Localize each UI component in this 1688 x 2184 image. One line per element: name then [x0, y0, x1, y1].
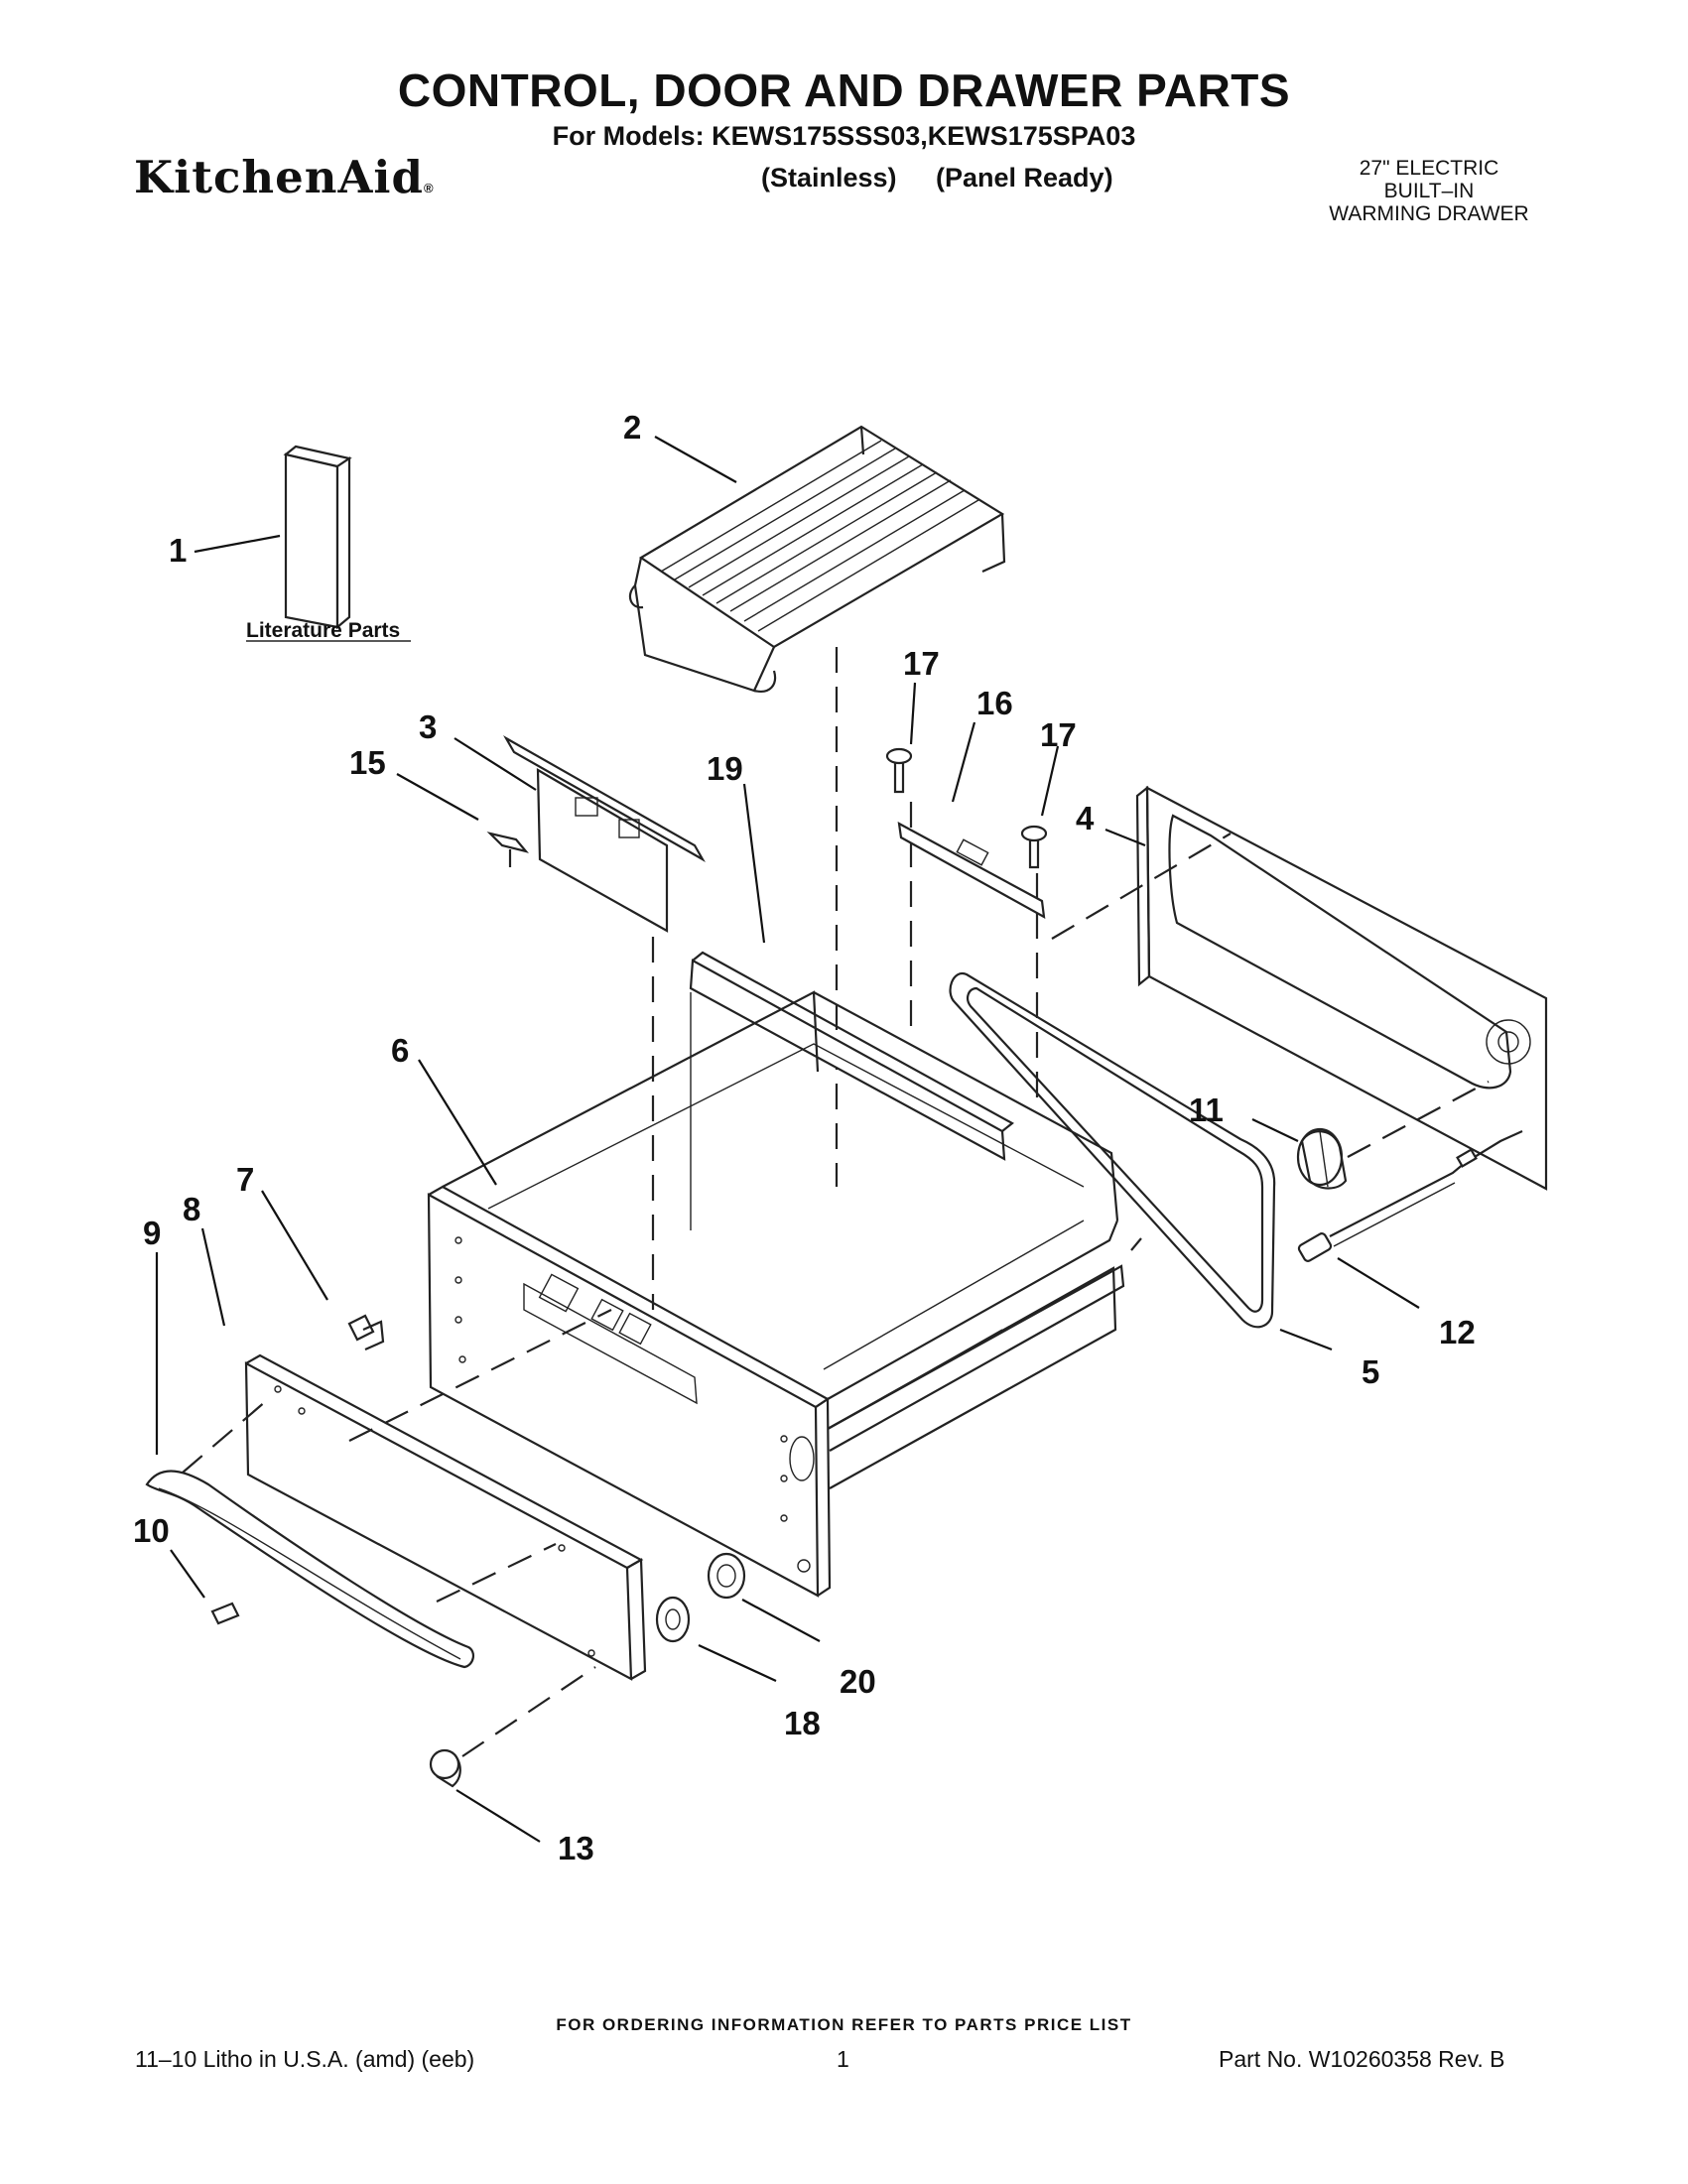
part-temperature-sensor [1297, 1129, 1523, 1262]
brand-name: KitchenAid [134, 151, 424, 203]
callout-11: 11 [1189, 1092, 1224, 1128]
part-door-handle [145, 1470, 474, 1669]
literature-parts-label: Literature Parts [246, 619, 400, 642]
callout-17a: 17 [903, 645, 940, 682]
product-line-1: 27" ELECTRIC [1359, 157, 1499, 180]
part-bolt [347, 1314, 385, 1351]
part-screw-right [1020, 825, 1048, 869]
part-clip [486, 832, 530, 867]
part-screw-left [885, 747, 913, 794]
page-number: 1 [837, 2046, 849, 2072]
part-rear-panel [1135, 785, 1548, 1191]
callout-5: 5 [1362, 1353, 1379, 1390]
door-guide-line-2 [436, 1543, 557, 1603]
part-knob-cap [429, 1748, 461, 1788]
door-guide-line [348, 1309, 612, 1442]
finish-panel-ready: (Panel Ready) [936, 163, 1113, 193]
page-title: CONTROL, DOOR AND DRAWER PARTS [397, 64, 1291, 116]
product-description: 27" ELECTRIC BUILT–IN WARMING DRAWER [1290, 157, 1568, 225]
callout-3: 3 [419, 708, 437, 745]
callout-10: 10 [133, 1512, 170, 1549]
part-switch [707, 1552, 746, 1600]
callout-7: 7 [236, 1161, 254, 1198]
part-literature-booklet [283, 445, 352, 630]
product-line-3: WARMING DRAWER [1329, 202, 1529, 225]
callout-17b: 17 [1040, 716, 1077, 753]
callout-8: 8 [183, 1191, 200, 1227]
registered-mark: ® [423, 181, 435, 195]
callout-16: 16 [976, 685, 1013, 721]
part-handle-end-cap [210, 1602, 240, 1625]
litho-info: 11–10 Litho in U.S.A. (amd) (eeb) [135, 2046, 475, 2072]
part-gasket [949, 971, 1276, 1329]
part-drawer-box [427, 990, 1125, 1598]
gasket-guide-line [1130, 1237, 1142, 1251]
callout-2: 2 [623, 409, 641, 446]
finish-stainless: (Stainless) [761, 163, 897, 193]
callout-13: 13 [558, 1830, 594, 1866]
knob-guide-line [1347, 1081, 1490, 1158]
part-door-panel [244, 1353, 647, 1681]
part-wire-rack [628, 425, 1006, 693]
callout-leaders [155, 436, 1420, 1843]
callout-19: 19 [707, 750, 743, 787]
part-knob-bezel [655, 1596, 691, 1643]
ordering-note: FOR ORDERING INFORMATION REFER TO PARTS … [556, 2015, 1132, 2034]
brand-logo: KitchenAid® [134, 151, 435, 203]
callout-18: 18 [784, 1705, 821, 1741]
part-number: Part No. W10260358 Rev. B [1219, 2046, 1505, 2072]
part-drawer-trim [689, 951, 1014, 1161]
product-line-2: BUILT–IN [1383, 180, 1475, 202]
callout-15: 15 [349, 744, 386, 781]
part-control-knob [1296, 1127, 1348, 1190]
handle-guide-line [182, 1400, 267, 1474]
door-guide-line-3 [461, 1666, 596, 1757]
callout-9: 9 [143, 1215, 161, 1251]
models-line: For Models: KEWS175SSS03,KEWS175SPA03 [552, 121, 1136, 151]
part-hinge-strip [897, 821, 1046, 920]
panel-guide-line [1051, 833, 1232, 940]
callout-4: 4 [1076, 800, 1095, 836]
callout-12: 12 [1439, 1314, 1476, 1350]
callout-20: 20 [840, 1663, 876, 1700]
part-control-bracket [503, 735, 706, 933]
callout-1: 1 [169, 532, 187, 569]
callout-6: 6 [391, 1032, 409, 1069]
